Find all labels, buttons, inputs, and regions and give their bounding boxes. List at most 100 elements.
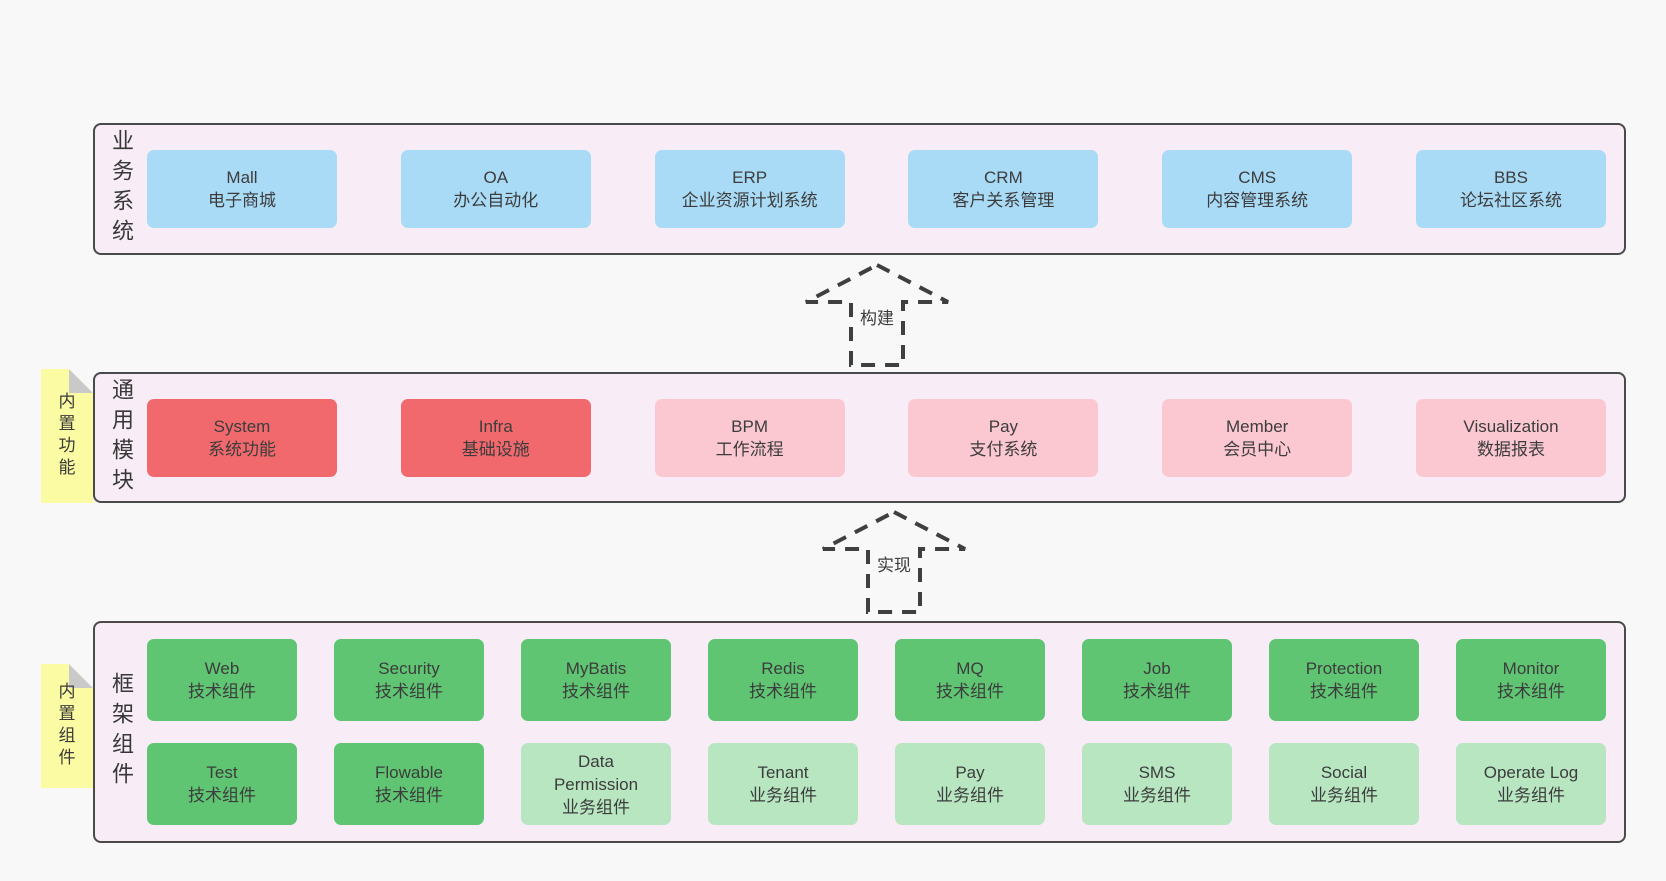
box-mq: MQ 技术组件 bbox=[895, 639, 1045, 721]
box-name: BBS bbox=[1493, 168, 1528, 187]
box-data-permission: Data Permission 业务组件 bbox=[521, 743, 671, 825]
box-desc: 业务组件 bbox=[1497, 786, 1565, 805]
sticky-note-label: 内置功能 bbox=[55, 392, 75, 480]
box-name: Security bbox=[378, 659, 440, 678]
box-desc: 技术组件 bbox=[1497, 682, 1565, 701]
box-desc: 技术组件 bbox=[375, 682, 443, 701]
box-job: Job 技术组件 bbox=[1082, 639, 1232, 721]
components-box-row-2: Test 技术组件 Flowable 技术组件 Data Permission … bbox=[147, 743, 1606, 825]
box-name: Visualization bbox=[1463, 416, 1559, 436]
arrow-label: 实现 bbox=[877, 556, 911, 575]
box-desc: 办公自动化 bbox=[453, 191, 539, 210]
arrow-up-build: 构建 bbox=[805, 262, 949, 367]
box-protection: Protection 技术组件 bbox=[1269, 639, 1419, 721]
panel-label-framework-components: 框架组件 bbox=[109, 672, 134, 792]
box-desc: 技术组件 bbox=[188, 786, 256, 805]
arrow-outline bbox=[822, 509, 966, 614]
box-oa: OA 办公自动化 bbox=[400, 150, 591, 228]
box-system: System 系统功能 bbox=[147, 398, 337, 477]
box-desc: 业务组件 bbox=[1123, 786, 1191, 805]
box-name: Web bbox=[204, 659, 240, 678]
box-name: Redis bbox=[761, 659, 805, 678]
box-redis: Redis 技术组件 bbox=[708, 639, 858, 721]
box-visualization: Visualization 数据报表 bbox=[1415, 398, 1606, 477]
box-desc: 技术组件 bbox=[562, 682, 630, 701]
box-desc: 业务组件 bbox=[936, 786, 1004, 805]
box-mybatis: MyBatis 技术组件 bbox=[521, 639, 671, 721]
box-operate-log: Operate Log 业务组件 bbox=[1456, 743, 1606, 825]
box-desc: 技术组件 bbox=[375, 786, 443, 805]
box-desc: 技术组件 bbox=[1123, 682, 1191, 701]
box-name: Infra bbox=[478, 416, 513, 436]
box-name: Test bbox=[206, 763, 238, 782]
box-name: Protection bbox=[1305, 659, 1383, 678]
box-name: CRM bbox=[984, 168, 1023, 187]
box-name: Operate Log bbox=[1483, 763, 1579, 782]
business-box-row: Mall 电子商城 OA 办公自动化 ERP 企业资源计划系统 CRM 客户关系… bbox=[147, 125, 1624, 253]
arrow-label: 构建 bbox=[860, 309, 894, 328]
box-monitor: Monitor 技术组件 bbox=[1456, 639, 1606, 721]
box-security: Security 技术组件 bbox=[334, 639, 484, 721]
box-desc: 论坛社区系统 bbox=[1459, 191, 1562, 210]
box-name: CMS bbox=[1238, 168, 1277, 187]
components-box-row-1: Web 技术组件 Security 技术组件 MyBatis 技术组件 Redi… bbox=[147, 639, 1606, 721]
box-name: System bbox=[213, 416, 271, 436]
sticky-note-builtin-components: 内置组件 bbox=[41, 664, 93, 788]
folded-corner-icon bbox=[69, 369, 93, 393]
panel-business-systems: 业务系统 Mall 电子商城 OA 办公自动化 ERP 企业资源计划系统 CRM… bbox=[93, 123, 1626, 255]
box-desc: 业务组件 bbox=[1310, 786, 1378, 805]
panel-common-modules: 通用模块 System 系统功能 Infra 基础设施 BPM 工作流程 Pay… bbox=[93, 372, 1626, 503]
box-flowable: Flowable 技术组件 bbox=[334, 743, 484, 825]
box-desc: 业务组件 bbox=[562, 797, 630, 817]
box-desc: 客户关系管理 bbox=[952, 191, 1055, 210]
box-mall: Mall 电子商城 bbox=[147, 150, 337, 228]
box-bpm: BPM 工作流程 bbox=[654, 398, 845, 477]
box-name: MyBatis bbox=[565, 659, 627, 678]
box-name: Tenant bbox=[757, 763, 809, 782]
box-name: Social bbox=[1320, 763, 1368, 782]
box-name: BPM bbox=[731, 416, 769, 436]
box-desc: 技术组件 bbox=[936, 682, 1004, 701]
box-desc: 企业资源计划系统 bbox=[681, 191, 818, 210]
box-cms: CMS 内容管理系统 bbox=[1162, 150, 1353, 228]
modules-box-row: System 系统功能 Infra 基础设施 BPM 工作流程 Pay 支付系统… bbox=[147, 374, 1624, 501]
box-pay: Pay 业务组件 bbox=[895, 743, 1045, 825]
panel-label-business-systems: 业务系统 bbox=[109, 129, 134, 249]
box-erp: ERP 企业资源计划系统 bbox=[654, 150, 845, 228]
panel-framework-components: 框架组件 Web 技术组件 Security 技术组件 MyBatis 技术组件 bbox=[93, 621, 1626, 843]
box-desc: 工作流程 bbox=[715, 439, 784, 459]
box-desc: 技术组件 bbox=[749, 682, 817, 701]
box-name: Pay bbox=[988, 416, 1019, 436]
box-name: Job bbox=[1143, 659, 1171, 678]
box-tenant: Tenant 业务组件 bbox=[708, 743, 858, 825]
box-desc: 业务组件 bbox=[749, 786, 817, 805]
box-member: Member 会员中心 bbox=[1162, 398, 1353, 477]
panel-label-common-modules: 通用模块 bbox=[109, 377, 134, 498]
box-bbs: BBS 论坛社区系统 bbox=[1415, 150, 1606, 228]
sticky-note-builtin-features: 内置功能 bbox=[41, 369, 93, 503]
box-name: Monitor bbox=[1502, 659, 1560, 678]
box-desc: 技术组件 bbox=[1310, 682, 1378, 701]
box-sms: SMS 业务组件 bbox=[1082, 743, 1232, 825]
box-crm: CRM 客户关系管理 bbox=[908, 150, 1099, 228]
box-name: MQ bbox=[956, 659, 984, 678]
arrow-outline bbox=[805, 262, 949, 367]
box-name: Member bbox=[1226, 416, 1289, 436]
box-web: Web 技术组件 bbox=[147, 639, 297, 721]
box-name: Flowable bbox=[374, 763, 444, 782]
box-social: Social 业务组件 bbox=[1269, 743, 1419, 825]
box-infra: Infra 基础设施 bbox=[400, 398, 591, 477]
box-desc: 数据报表 bbox=[1476, 439, 1545, 459]
box-name: Mall bbox=[226, 168, 258, 187]
box-name: OA bbox=[483, 168, 509, 187]
box-desc: 支付系统 bbox=[969, 439, 1038, 459]
box-name: ERP bbox=[732, 168, 768, 187]
box-desc: 技术组件 bbox=[188, 682, 256, 701]
box-name: Pay bbox=[955, 763, 985, 782]
box-name: SMS bbox=[1138, 763, 1176, 782]
components-rows: Web 技术组件 Security 技术组件 MyBatis 技术组件 Redi… bbox=[147, 623, 1624, 841]
box-desc: 会员中心 bbox=[1223, 439, 1292, 459]
box-pay: Pay 支付系统 bbox=[908, 398, 1099, 477]
box-desc: 基础设施 bbox=[461, 439, 530, 459]
